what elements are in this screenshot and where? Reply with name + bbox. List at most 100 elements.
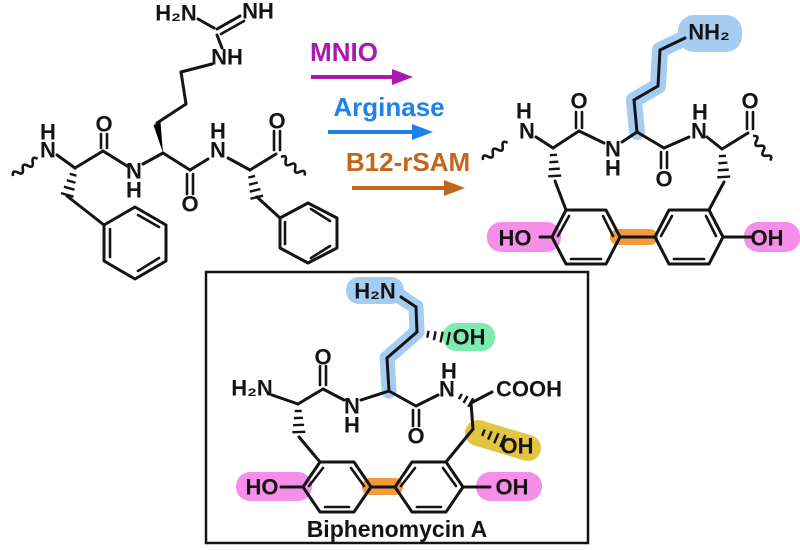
- atom-label-oh: OH: [453, 325, 486, 350]
- enzyme-label-b12-rsam: B12-rSAM: [346, 147, 470, 177]
- bond: [161, 151, 192, 172]
- atom-label-h: H: [605, 156, 621, 181]
- aromatic-double-bond: [307, 466, 325, 488]
- atom-label-n: N: [40, 138, 56, 163]
- bond: [73, 149, 105, 170]
- ornithine-side-chain-bond: [632, 84, 660, 102]
- side-chain-bond: [385, 330, 419, 360]
- box-atom-labels: H₂N OH H₂N O N H O H N COOH OH HO OH: [231, 279, 562, 500]
- stereo-hash-bond: [290, 409, 307, 434]
- benzyl-bond: [707, 180, 726, 212]
- bond: [551, 129, 581, 150]
- aromatic-double-bond: [399, 466, 417, 488]
- aromatic-double-bond: [704, 214, 718, 238]
- bond: [141, 151, 165, 166]
- highlight-phenol-right-pink: [744, 222, 800, 252]
- atom-label-h: H: [344, 413, 360, 438]
- atom-label-ho: HO: [499, 226, 532, 251]
- bond: [720, 131, 750, 151]
- aromatic-double-bond: [309, 207, 332, 223]
- side-chain-bond: [385, 356, 391, 393]
- phenyl-ring: [102, 205, 168, 281]
- stereo-hash-bond: [545, 153, 563, 178]
- atom-label-n: N: [439, 377, 455, 402]
- atom-label-n: N: [344, 394, 360, 419]
- ornithine-side-chain-bond: [656, 48, 662, 88]
- atom-label-n: N: [605, 137, 621, 162]
- phenyl-ring: [278, 201, 339, 265]
- bond: [359, 389, 391, 402]
- enzyme-label-mnio: MNIO: [310, 37, 378, 67]
- peptide-continuation-squiggle: [479, 139, 511, 164]
- bond: [469, 401, 475, 431]
- bond: [534, 135, 555, 150]
- atom-label-nh2: NH₂: [688, 20, 730, 45]
- benzyl-bond: [255, 195, 282, 220]
- atom-label-ho: HO: [246, 475, 279, 500]
- phenol-ring: [393, 460, 465, 514]
- guanidine-bond: [215, 33, 224, 50]
- atom-label-h2n: H₂N: [155, 1, 197, 26]
- bond: [387, 389, 418, 408]
- bond: [577, 129, 606, 145]
- atom-label-h: H: [692, 100, 708, 125]
- phenol-ring: [653, 208, 725, 266]
- ornithine-side-chain-bond: [632, 98, 639, 134]
- stereo-hash-bond: [59, 171, 81, 198]
- atom-label-nh: NH: [211, 45, 243, 70]
- bond: [705, 135, 724, 151]
- arginine-side-chain-bond: [179, 70, 188, 106]
- guanidine-bond: [196, 17, 216, 30]
- product-highlights: [487, 15, 800, 252]
- atom-label-h: H: [40, 120, 56, 145]
- reaction-arrows: MNIO Arginase B12-rSAM: [310, 37, 470, 196]
- stereo-wedge-bond: [153, 122, 163, 153]
- side-chain-bond: [414, 305, 419, 334]
- aromatic-double-bond: [659, 214, 674, 238]
- atom-label-o: O: [407, 424, 424, 449]
- product-atom-labels: H N O N H NH₂ O H N O HO OH: [499, 20, 784, 251]
- atom-label-h2n: H₂N: [231, 376, 273, 401]
- atom-label-o: O: [741, 89, 758, 114]
- bond: [188, 157, 210, 172]
- peptide-continuation-squiggle: [749, 132, 774, 164]
- substrate-bonds: [9, 14, 339, 281]
- benzyl-bond: [65, 194, 106, 227]
- highlight-phenol-left-pink: [487, 222, 561, 252]
- box-border: [204, 270, 590, 545]
- highlight-nh2-blue: [678, 15, 742, 52]
- bond: [620, 130, 639, 144]
- benzyl-bond: [444, 427, 475, 464]
- compound-name-caption: Biphenomycin A: [307, 516, 488, 542]
- aromatic-double-bond: [556, 214, 571, 238]
- substrate-structure: H N O N H O H N O H₂N NH NH: [9, 0, 339, 281]
- arginine-side-chain-bond: [179, 62, 214, 74]
- aromatic-double-bond: [136, 256, 161, 273]
- atom-label-o: O: [268, 109, 285, 134]
- product-structure: H N O N H NH₂ O H N O HO OH: [479, 15, 800, 266]
- atom-label-nh: NH: [242, 0, 274, 24]
- bond: [270, 393, 300, 406]
- bond: [414, 393, 440, 408]
- product-bonds: [479, 36, 774, 266]
- arrowhead-b12-rsam: [444, 180, 465, 196]
- enzyme-label-arginase: Arginase: [333, 92, 444, 122]
- peptide-continuation-squiggle: [277, 153, 308, 180]
- aromatic-double-bond: [601, 214, 615, 238]
- atom-label-oh: OH: [496, 475, 529, 500]
- side-chain-bond: [399, 295, 418, 309]
- bond: [321, 387, 346, 402]
- atom-label-n: N: [519, 119, 535, 144]
- bond: [635, 130, 666, 150]
- aromatic-double-bond: [309, 244, 332, 260]
- benzyl-bond: [297, 435, 322, 464]
- atom-label-h: H: [516, 99, 532, 124]
- highlight-phenol-right-pink: [476, 472, 542, 501]
- atom-label-h: H: [126, 178, 142, 203]
- bond: [226, 156, 252, 172]
- aromatic-double-bond: [136, 213, 161, 229]
- arrowhead-arginase: [412, 124, 433, 140]
- atom-label-o: O: [181, 192, 198, 217]
- atom-label-o: O: [314, 345, 331, 370]
